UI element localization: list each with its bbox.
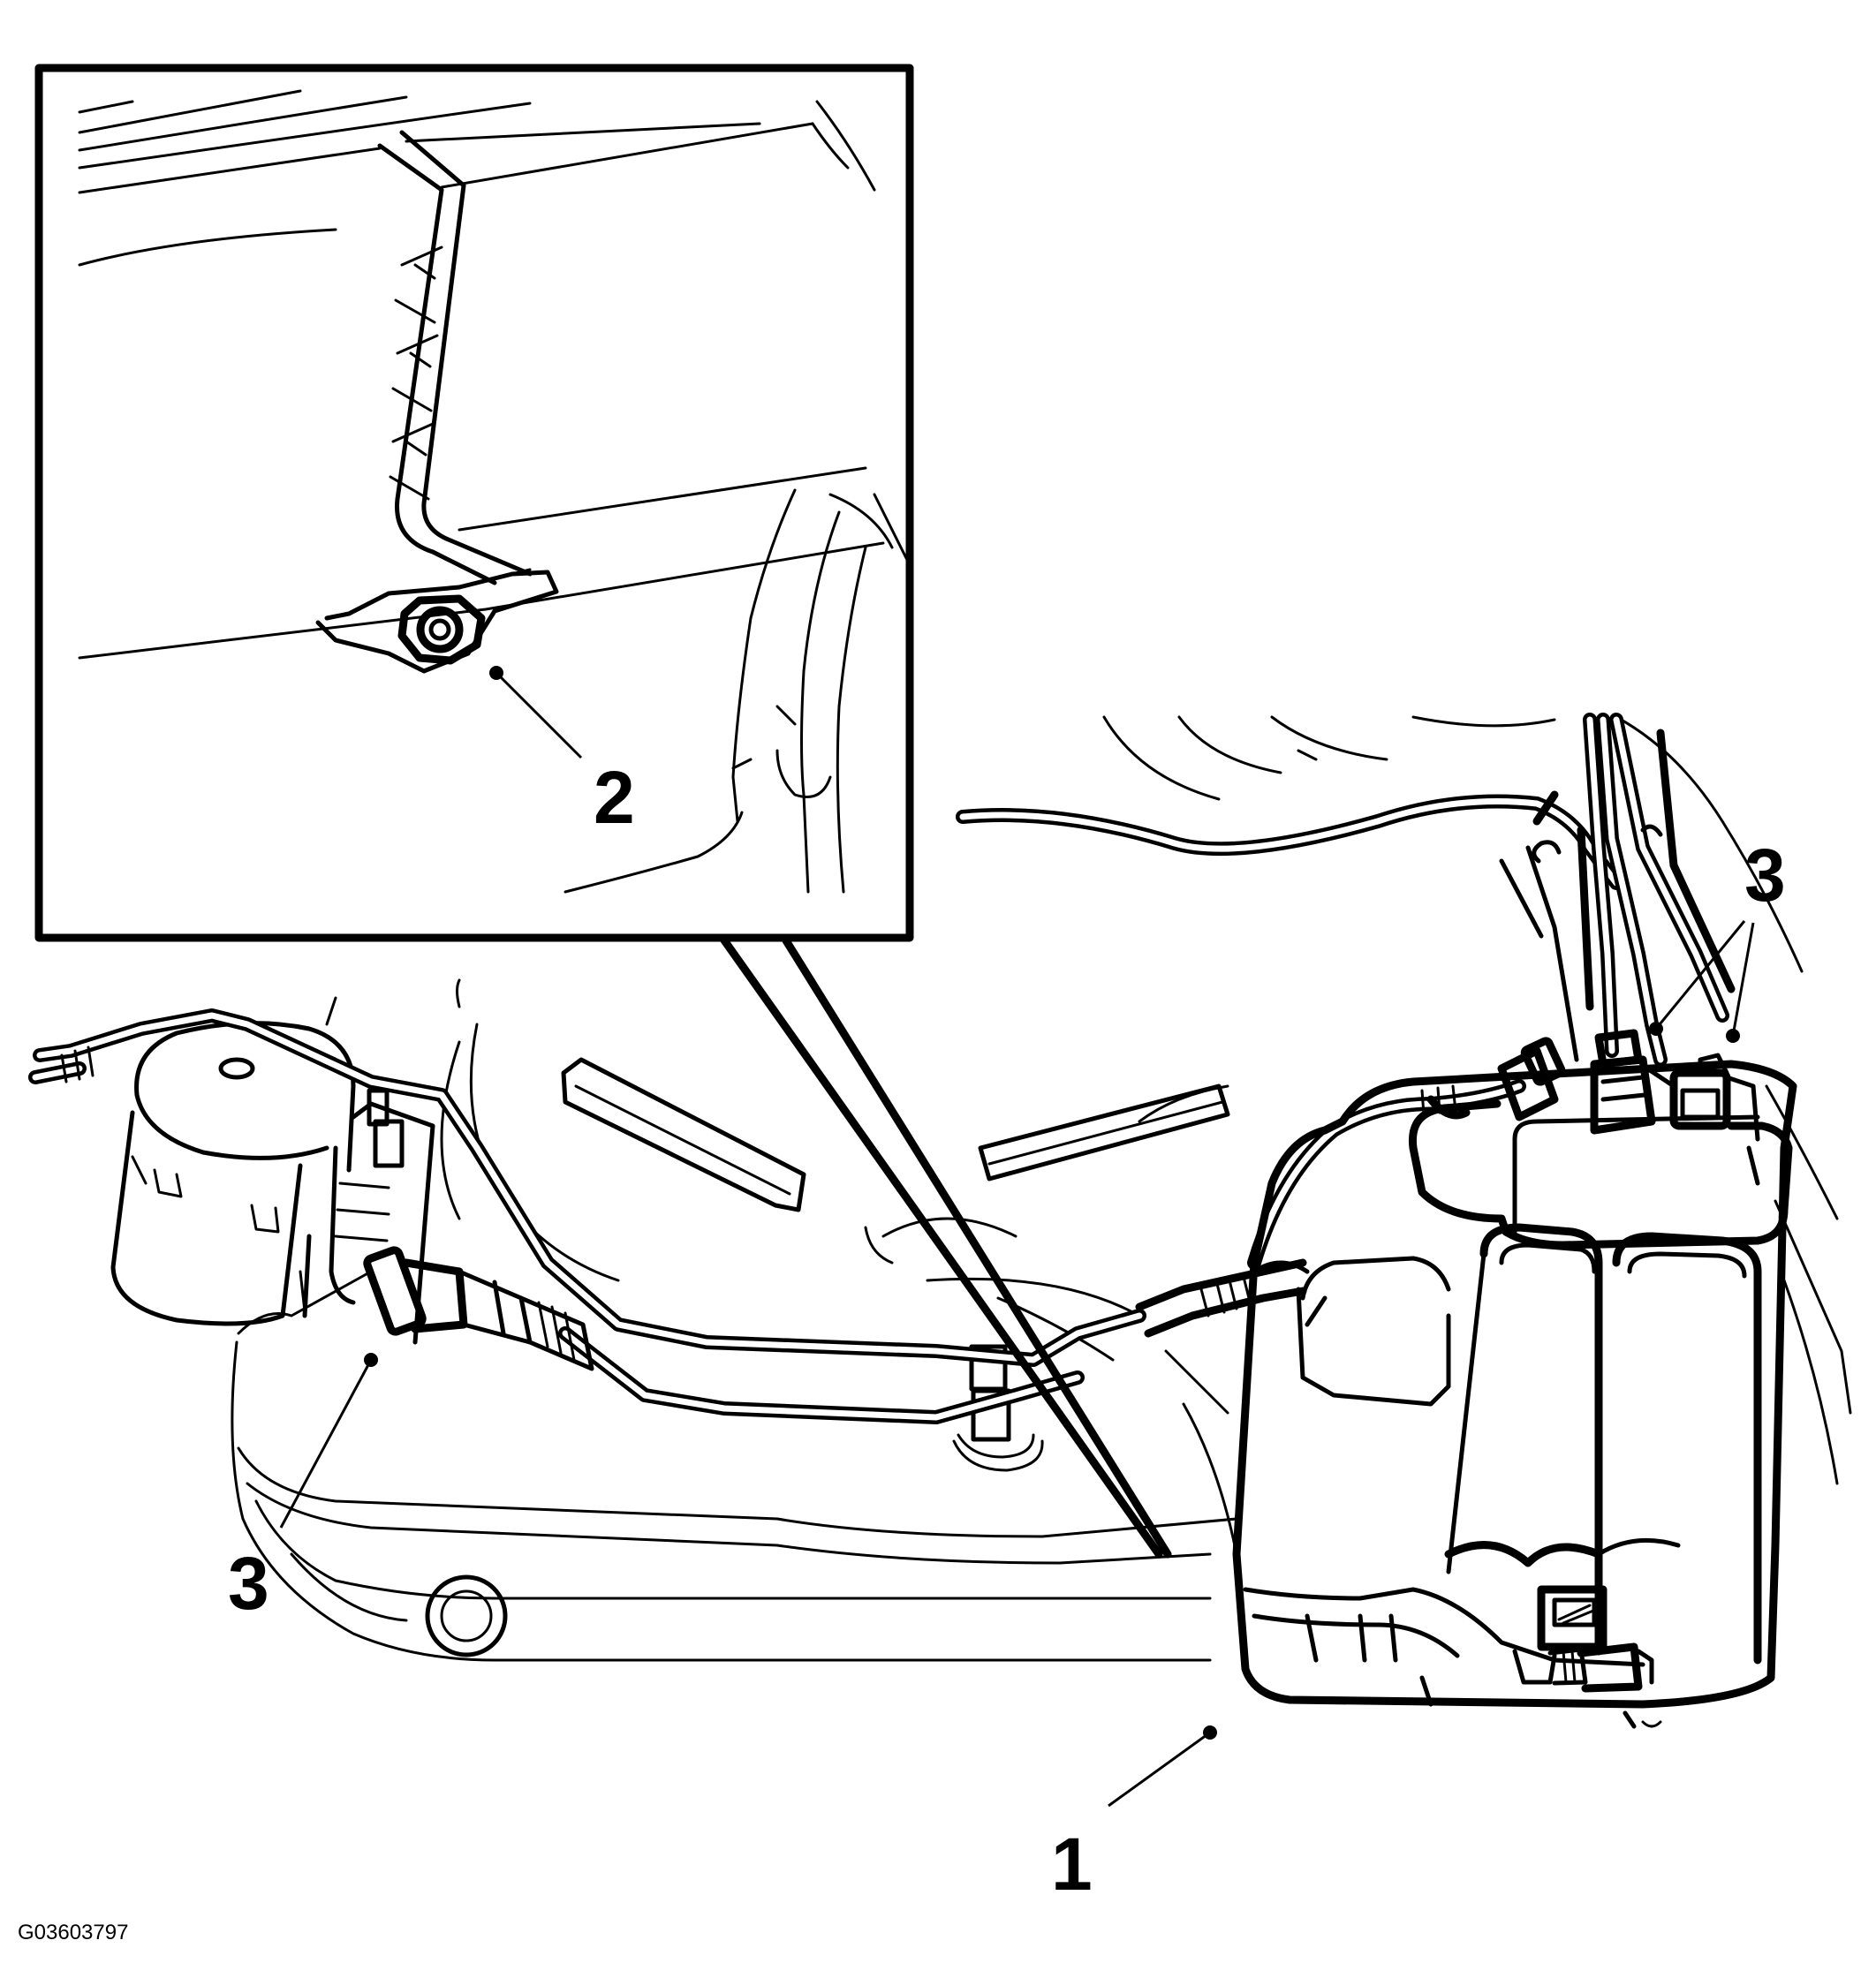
fuel-tank bbox=[231, 978, 1238, 1662]
detail-inset bbox=[34, 64, 1172, 1559]
tank-straps bbox=[561, 1057, 1230, 1212]
zoom-pointer-left bbox=[718, 933, 1163, 1559]
callout-3-right: 3 bbox=[1649, 834, 1786, 1043]
callout-3-right-leader-a bbox=[1654, 920, 1746, 1030]
fuel-filter bbox=[110, 1021, 356, 1326]
vent-lines bbox=[956, 713, 1736, 1338]
callout-1-leader bbox=[1108, 1731, 1211, 1808]
callout-3-right-label: 3 bbox=[1744, 834, 1786, 917]
zoom-pointer-right bbox=[780, 933, 1172, 1559]
callout-2-leader bbox=[495, 671, 583, 759]
main-scene bbox=[28, 713, 1852, 1729]
pump-assembly bbox=[299, 1088, 435, 1345]
callout-1: 1 bbox=[1051, 1725, 1217, 1906]
callout-1-label: 1 bbox=[1051, 1823, 1093, 1906]
callout-3-left: 3 bbox=[228, 1353, 378, 1625]
evap-canister bbox=[1232, 1060, 1797, 1729]
callout-2: 2 bbox=[489, 666, 635, 839]
callout-3-right-leader-b bbox=[1731, 922, 1755, 1037]
hose-bracket bbox=[952, 1344, 1044, 1472]
inset-frame bbox=[34, 64, 914, 942]
figure-id: G03603797 bbox=[18, 1921, 128, 1944]
hoses-left bbox=[28, 1008, 1146, 1424]
fuel-line-connector-left bbox=[363, 1246, 594, 1371]
callout-3-left-leader bbox=[279, 1359, 373, 1529]
callout-3-left-label: 3 bbox=[228, 1542, 269, 1625]
callout-2-label: 2 bbox=[594, 756, 635, 839]
inset-drawing bbox=[78, 89, 912, 894]
